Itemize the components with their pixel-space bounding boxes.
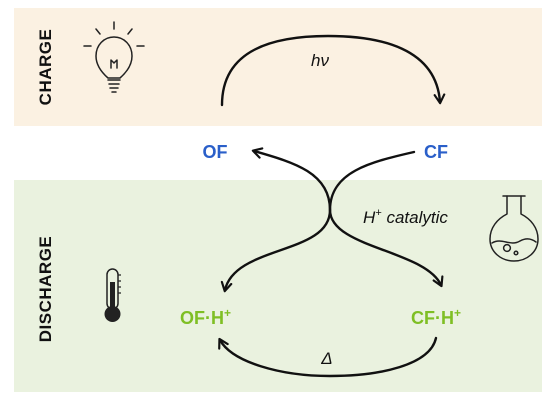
discharge-panel xyxy=(14,180,542,392)
hv-label: hν xyxy=(311,51,329,70)
cf-label: CF xyxy=(424,142,448,162)
of-h-label: OF·H+ xyxy=(180,306,231,328)
lightbulb-icon xyxy=(83,21,145,93)
thermometer-icon xyxy=(104,268,121,322)
charge-arrow xyxy=(220,34,446,107)
catalytic-label: H+ catalytic xyxy=(363,207,448,227)
of-label: OF xyxy=(203,142,228,162)
delta-label: Δ xyxy=(320,349,332,368)
cf-h-label: CF·H+ xyxy=(411,306,461,328)
flask-icon xyxy=(489,195,539,262)
cf-h-formation-arrow xyxy=(328,208,444,288)
charge-panel xyxy=(14,8,542,126)
discharge-label: DISCHARGE xyxy=(36,236,55,343)
thermal-discharge-arrow xyxy=(218,336,438,378)
catalytic-curve-arrow xyxy=(251,147,332,212)
charge-label: CHARGE xyxy=(36,29,55,106)
